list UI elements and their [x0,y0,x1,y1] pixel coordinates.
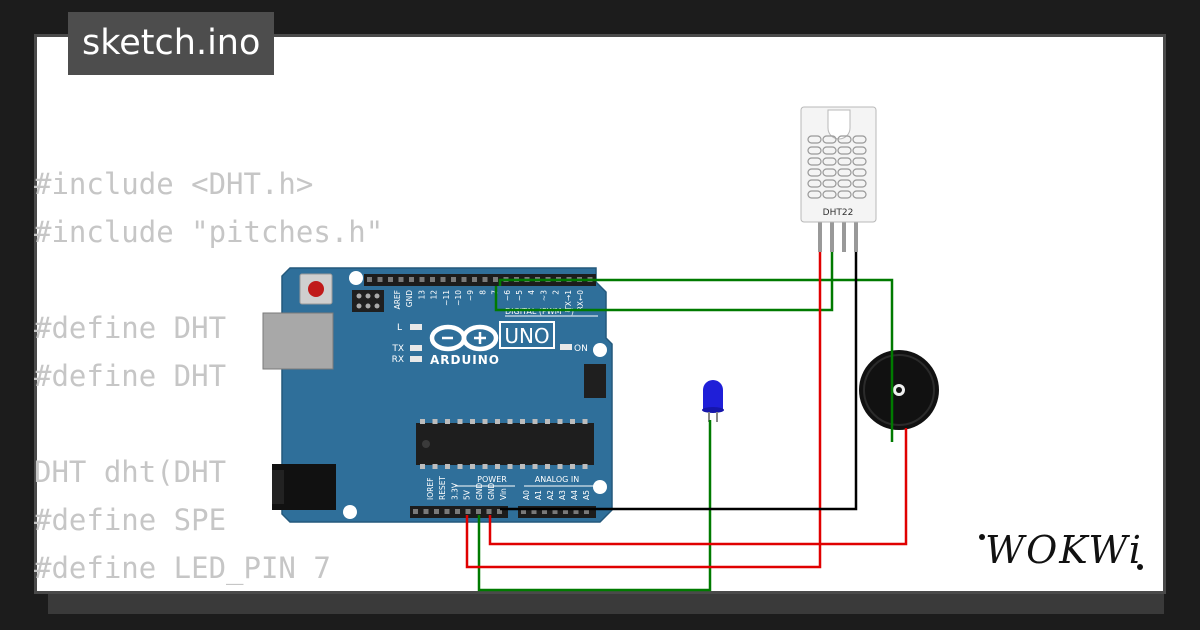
reset-button[interactable] [299,273,333,305]
wires [465,252,908,592]
code-line: #include <DHT.h> [34,167,314,201]
usb-port [262,312,334,370]
dht22-sensor[interactable]: DHT22 [800,106,877,252]
code-line: #define SPE [34,503,227,537]
power-jack [272,464,336,510]
digital-pin-label: ~3 [539,290,548,301]
wokwi-logo: WOKWi [979,528,1143,572]
digital-pin-label: ~9 [466,290,475,301]
analog-pin-label: A1 [534,490,543,500]
code-line: DHT dht(DHT [34,455,227,489]
analog-pin-label: A4 [570,490,579,500]
digital-pin-label: 2 [552,290,561,295]
wire-dht-power [465,252,822,569]
file-tab-label: sketch.ino [82,23,261,63]
power-pin-label: IOREF [426,478,435,500]
sensor-vents [807,135,867,199]
digital-pin-label: 13 [417,290,426,300]
wire-dht-ground [500,252,858,511]
mounting-hole [349,271,363,285]
led-label-tx: TX [391,344,404,354]
wokwi-logo-text: WOKWi [985,528,1143,572]
arduino-model: UNO [504,324,549,348]
wire-buzzer-power [488,428,908,546]
code-line: #define DHT [34,359,227,393]
led-label-rx: RX [392,355,404,365]
file-tab[interactable]: sketch.ino [68,12,275,75]
power-pin-label: 5V [463,489,472,500]
code-preview: #include <DHT.h> #include "pitches.h" #def… [34,112,383,592]
digital-pin-label: GND [405,290,414,307]
digital-pin-label: TX→1 [564,290,573,312]
code-line: #define LED_PIN 7 [34,551,331,585]
digital-pin-label: 4 [527,290,536,295]
arduino-logo: ARDUINO UNO [429,321,555,367]
led-label-l: L [397,323,402,333]
power-pin-label: GND [487,483,496,500]
wire-buzzer-signal [498,278,894,442]
blue-led[interactable] [702,380,724,422]
digital-pin-label: ~11 [442,290,451,306]
mounting-hole [593,480,607,494]
digital-pin-label: ~6 [503,290,512,301]
sensor-label: DHT22 [823,208,854,218]
mounting-hole [343,505,357,519]
digital-label: DIGITAL (PWM ~) [505,307,574,316]
mounting-hole [593,343,607,357]
power-label: POWER [477,475,507,484]
code-line: #define DHT [34,311,227,345]
led-label-on: ON [574,344,588,354]
digital-pin-label: AREF [393,290,402,309]
digital-pin-label: ~10 [454,290,463,306]
microcontroller-chip [416,419,594,469]
digital-pin-label: 12 [430,290,439,300]
piezo-buzzer[interactable] [859,350,939,430]
arduino-brand: ARDUINO [430,353,500,367]
digital-pin-label: RX←0 [576,290,585,312]
onboard-leds: L TX RX ON [391,323,588,365]
power-pin-label: RESET [438,476,447,500]
code-line: #include "pitches.h" [34,215,384,249]
analog-pin-label: A0 [522,490,531,500]
digital-pin-label: ~5 [515,290,524,301]
power-pin-label: GND [475,483,484,500]
wire-led-ground [477,420,712,592]
power-pin-label: Vin [499,488,508,500]
analog-pin-label: A3 [558,490,567,500]
analog-pin-label: A2 [546,490,555,500]
digital-pin-label: 8 [478,290,487,295]
analog-label: ANALOG IN [535,475,580,484]
power-pin-label: 3.3V [450,482,459,500]
icsp-header-right [584,364,606,398]
analog-pin-label: A5 [582,490,591,500]
icsp-header [352,290,384,312]
